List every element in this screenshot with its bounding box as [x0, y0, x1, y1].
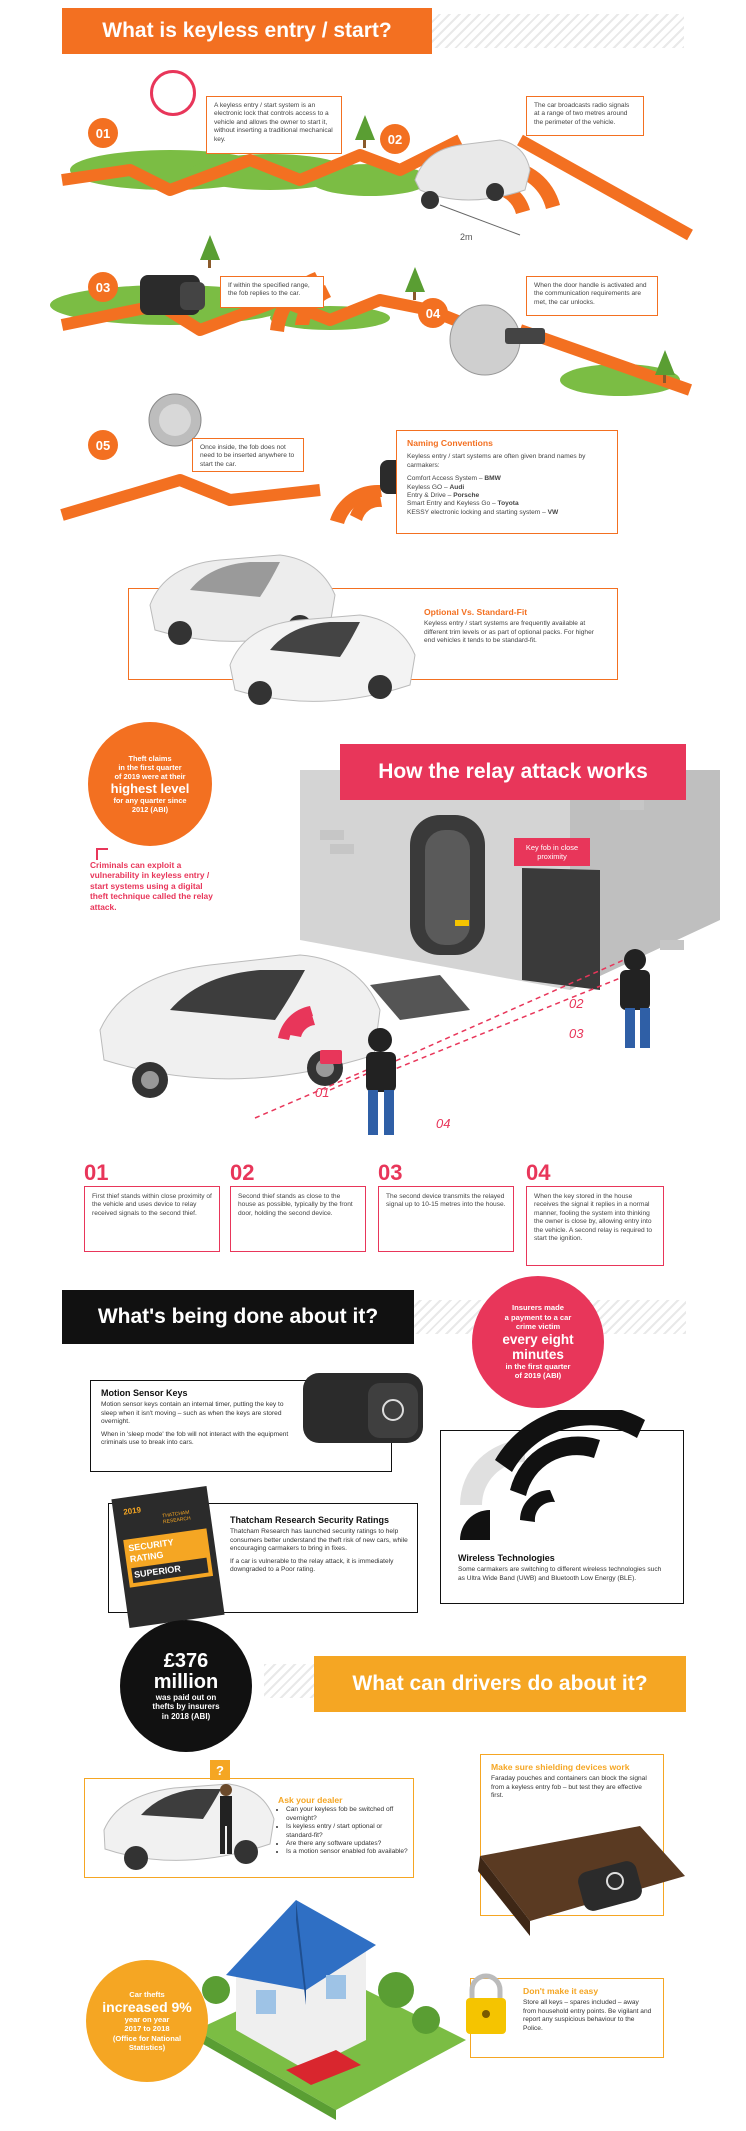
diagram-label-01: 01 [315, 1085, 330, 1100]
section-title-done: What's being done about it? [62, 1290, 414, 1344]
relay-step-04: 04 When the key stored in the house rece… [526, 1160, 664, 1266]
step-number-03: 03 [88, 272, 118, 302]
dealer-question: Can your keyless fob be switched off ove… [286, 1806, 412, 1823]
question-mark-icon: ? [210, 1760, 230, 1780]
intro-step-04-text: When the door handle is activated and th… [526, 276, 658, 316]
dealer-title: Ask your dealer [278, 1795, 343, 1805]
wireless-signal-icon [460, 1410, 645, 1540]
diagram-label-03: 03 [569, 1026, 584, 1041]
stat-theft-claims: Theft claims in the first quarter of 201… [88, 722, 212, 846]
motion-p2: When in 'sleep mode' the fob will not in… [101, 1430, 289, 1447]
intro-roads-illustration [50, 115, 693, 524]
naming-title: Naming Conventions [407, 438, 493, 448]
distance-label: 2m [460, 232, 473, 242]
corner-mark [96, 848, 108, 860]
thatcham-text: Thatcham Research Security Ratings Thatc… [230, 1515, 408, 1574]
step-number-01: 01 [88, 118, 118, 148]
naming-item: Comfort Access System – BMW [407, 475, 501, 483]
optional-text-block: Optional Vs. Standard-Fit Keyless entry … [424, 607, 604, 646]
relay-step-02: 02 Second thief stands as close to the h… [230, 1160, 366, 1252]
section-title-drivers: What can drivers do about it? [314, 1656, 686, 1712]
relay-step-01: 01 First thief stands within close proxi… [84, 1160, 220, 1252]
relay-attack-illustration [99, 949, 650, 1135]
relay-step-03: 03 The second device transmits the relay… [378, 1160, 514, 1252]
dealer-text: Ask your dealer Can your keyless fob be … [278, 1795, 412, 1857]
diagram-label-02: 02 [569, 996, 584, 1011]
naming-intro: Keyless entry / start systems are often … [407, 453, 586, 469]
wireless-text: Wireless Technologies Some carmakers are… [458, 1553, 668, 1583]
naming-item: Smart Entry and Keyless Go – Toyota [407, 500, 519, 508]
step-number-02: 02 [380, 124, 410, 154]
section-title-keyless: What is keyless entry / start? [62, 8, 432, 54]
intro-step-02-text: The car broadcasts radio signals at a ra… [526, 96, 644, 136]
naming-item: Entry & Drive – Porsche [407, 492, 480, 500]
step-number-04: 04 [418, 298, 448, 328]
motion-p1: Motion sensor keys contain an internal t… [101, 1401, 284, 1426]
shielding-box: Make sure shielding devices work Faraday… [480, 1754, 664, 1916]
shielding-title: Make sure shielding devices work [491, 1762, 630, 1772]
naming-list: Comfort Access System – BMW Keyless GO –… [407, 475, 607, 517]
intro-step-05-text: Once inside, the fob does not need to be… [192, 438, 304, 472]
section-title-relay: How the relay attack works [340, 744, 686, 800]
naming-item: KESSY electronic locking and starting sy… [407, 508, 559, 516]
dealer-list: Can your keyless fob be switched off ove… [278, 1806, 412, 1856]
intro-step-01-text: A keyless entry / start system is an ele… [206, 96, 342, 154]
optional-text: Keyless entry / start systems are freque… [424, 620, 594, 645]
faraday-pouch-icon [478, 1826, 685, 1936]
step-number-05: 05 [88, 430, 118, 460]
wireless-title: Wireless Technologies [458, 1553, 555, 1563]
two-cars-illustration [149, 554, 416, 705]
motion-title: Motion Sensor Keys [101, 1388, 188, 1398]
naming-item: Keyless GO – Audi [407, 483, 465, 491]
diagram-label-04: 04 [436, 1116, 451, 1131]
stat-car-thefts: Car thefts increased 9% year on year 201… [86, 1960, 208, 2082]
thatcham-box [108, 1503, 418, 1613]
no-key-sign-icon [150, 70, 196, 116]
naming-conventions-box: Naming Conventions Keyless entry / start… [396, 430, 618, 534]
dealer-box [84, 1778, 414, 1878]
motion-key-fob-icon [303, 1373, 423, 1443]
dealer-question: Is a motion sensor enabled fob available… [286, 1848, 412, 1856]
easy-title: Don't make it easy [523, 1986, 599, 1996]
house-illustration [300, 770, 720, 1020]
stat-376-million: £376 million was paid out on thefts by i… [120, 1620, 252, 1752]
thatcham-badge: 2019 THATCHAM RESEARCH SECURITY RATING S… [111, 1485, 225, 1629]
dealer-question: Is keyless entry / start optional or sta… [286, 1823, 412, 1840]
dealer-car-illustration [103, 1783, 275, 1870]
padlock-icon [466, 1973, 506, 2034]
easy-text: Store all keys – spares included – away … [523, 1999, 652, 2032]
thatcham-title: Thatcham Research Security Ratings [230, 1515, 390, 1525]
intro-step-03-text: If within the specified range, the fob r… [220, 276, 324, 308]
optional-title: Optional Vs. Standard-Fit [424, 607, 528, 617]
dealer-question: Are there any software updates? [286, 1840, 412, 1848]
relay-intro-text: Criminals can exploit a vulnerability in… [90, 860, 213, 912]
shielding-text: Faraday pouches and containers can block… [491, 1775, 647, 1800]
stat-every-eight-minutes: Insurers made a payment to a car crime v… [472, 1276, 604, 1408]
key-fob-label: Key fob in close proximity [514, 838, 590, 866]
house-garden-illustration [196, 1900, 466, 2120]
wireless-box [440, 1430, 684, 1604]
